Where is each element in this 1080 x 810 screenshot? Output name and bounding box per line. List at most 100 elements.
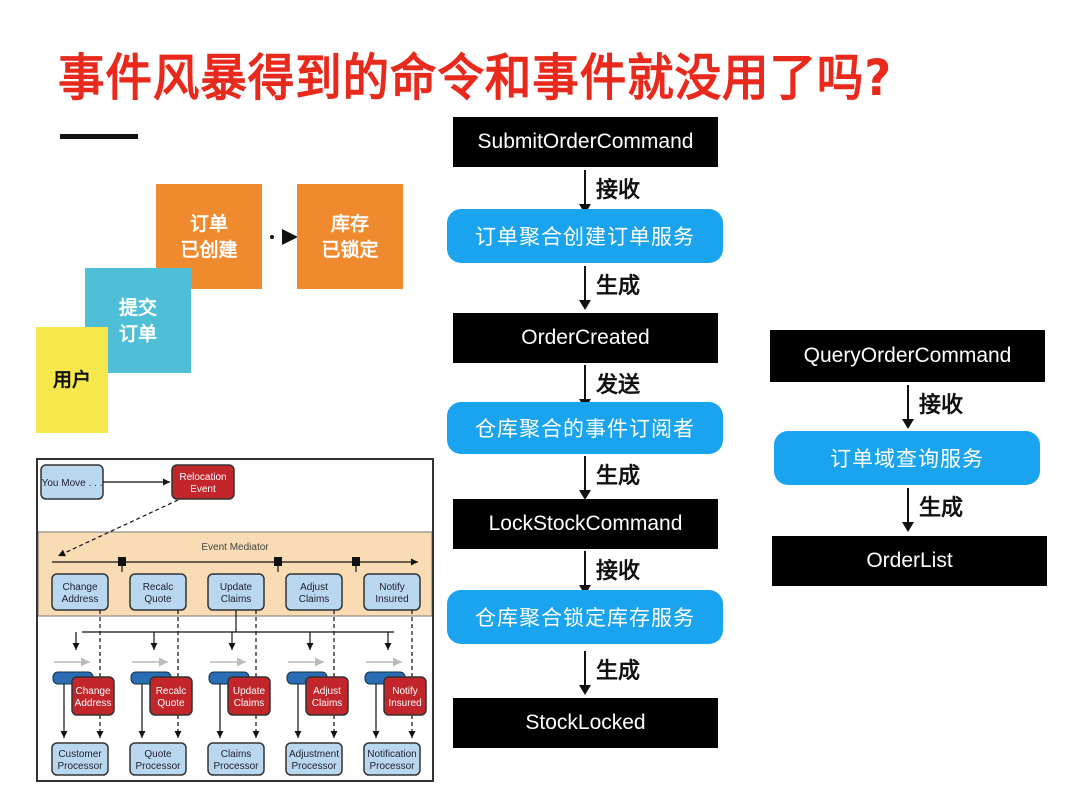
you-move-box-label: You Move . . . bbox=[42, 478, 103, 489]
event-box-label: Change bbox=[75, 686, 110, 697]
mediator-step-box bbox=[285, 573, 343, 611]
mediator-label: Event Mediator bbox=[201, 542, 269, 553]
arrow-label: 生成 bbox=[596, 464, 641, 489]
flow-arrow: 生成 bbox=[579, 651, 644, 697]
note-user: 用户 bbox=[36, 327, 108, 433]
processor-box-label: Processor bbox=[57, 761, 103, 772]
relocation-event-box bbox=[171, 464, 235, 500]
note-stock-locked: 库存已锁定 bbox=[297, 184, 403, 289]
mediator-step-box-label: Recalc bbox=[143, 582, 174, 593]
arrow-line bbox=[907, 385, 909, 421]
mediator-step-box-label: Adjust bbox=[300, 582, 328, 593]
flow-arrow: 生成 bbox=[579, 266, 644, 312]
warehouse-lock-stock-service: 仓库聚合锁定库存服务 bbox=[447, 590, 723, 644]
event-box-label: Update bbox=[233, 686, 266, 697]
arrow-down-icon bbox=[579, 685, 591, 695]
arrow-label: 生成 bbox=[596, 659, 641, 684]
processor-box-label: Adjustment bbox=[289, 749, 339, 760]
arrow-label: 接收 bbox=[596, 178, 641, 203]
arrow-line bbox=[584, 456, 586, 492]
arrow-line bbox=[584, 551, 586, 587]
arrow-label: 发送 bbox=[596, 373, 641, 398]
event-mediator-diagram: Event Mediator You Move . . . RelocationE… bbox=[38, 464, 432, 776]
processor-box-label: Processor bbox=[135, 761, 181, 772]
arrow-line bbox=[584, 651, 586, 687]
note-text: 提交 bbox=[118, 296, 157, 319]
mediator-step-box-label: Address bbox=[62, 594, 99, 605]
arrow-line bbox=[584, 365, 586, 401]
event-box-label: Notify bbox=[392, 686, 418, 697]
arrow-label: 生成 bbox=[919, 496, 964, 521]
title-underline bbox=[60, 134, 138, 139]
arrow-tail-dot bbox=[270, 235, 274, 239]
event-box-label: Claims bbox=[234, 698, 265, 709]
processor-box bbox=[129, 742, 187, 776]
arrow-down-icon bbox=[902, 419, 914, 429]
step-gate-icon bbox=[118, 557, 126, 566]
event-box-label: Adjust bbox=[313, 686, 341, 697]
order-query-service: 订单域查询服务 bbox=[774, 431, 1040, 485]
mediator-step-box bbox=[129, 573, 187, 611]
flow-arrow: 生成 bbox=[579, 456, 644, 502]
mediator-step-box bbox=[363, 573, 421, 611]
order-created-event: OrderCreated bbox=[453, 313, 718, 363]
event-box bbox=[149, 676, 193, 716]
arrow-label: 接收 bbox=[919, 393, 964, 418]
event-box-label: Claims bbox=[312, 698, 343, 709]
mediator-step-box-label: Insured bbox=[375, 594, 408, 605]
flow-arrow: 生成 bbox=[902, 488, 967, 534]
note-text: 订单 bbox=[118, 322, 157, 345]
event-box bbox=[71, 676, 115, 716]
relocation-event-box-label: Event bbox=[190, 484, 216, 495]
processor-box bbox=[285, 742, 343, 776]
mediator-step-box-label: Claims bbox=[221, 594, 252, 605]
order-list-result: OrderList bbox=[772, 536, 1047, 586]
slide-title: 事件风暴得到的命令和事件就没用了吗? bbox=[58, 49, 893, 107]
note-text: 已创建 bbox=[180, 238, 238, 261]
processor-box-label: Quote bbox=[144, 749, 172, 760]
mediator-step-box-label: Update bbox=[220, 582, 253, 593]
mediator-step-box-label: Notify bbox=[379, 582, 405, 593]
processor-box-label: Processor bbox=[213, 761, 259, 772]
arrow-line bbox=[584, 170, 586, 206]
arrow-down-icon bbox=[579, 490, 591, 500]
arrow-right-icon bbox=[282, 229, 298, 245]
processor-box bbox=[51, 742, 109, 776]
query-order-command: QueryOrderCommand bbox=[770, 330, 1045, 382]
mediator-step-box bbox=[51, 573, 109, 611]
processor-box-label: Claims bbox=[221, 749, 252, 760]
arrow-line bbox=[584, 266, 586, 302]
arrow-down-icon bbox=[579, 300, 591, 310]
step-gate-icon bbox=[274, 557, 282, 566]
arrow-line bbox=[907, 488, 909, 524]
processor-box-label: Processor bbox=[291, 761, 337, 772]
event-box-label: Insured bbox=[388, 698, 421, 709]
stock-locked-event: StockLocked bbox=[453, 698, 718, 748]
event-box-label: Recalc bbox=[156, 686, 187, 697]
mediator-step-box bbox=[207, 573, 265, 611]
processor-box bbox=[363, 742, 421, 776]
order-create-service: 订单聚合创建订单服务 bbox=[447, 209, 723, 263]
note-text: 已锁定 bbox=[321, 238, 379, 261]
processor-box-label: Processor bbox=[369, 761, 415, 772]
arrow-down-icon bbox=[902, 522, 914, 532]
step-gate-icon bbox=[352, 557, 360, 566]
arrow-label: 生成 bbox=[596, 274, 641, 299]
lock-stock-command: LockStockCommand bbox=[453, 499, 718, 549]
note-text: 订单 bbox=[189, 212, 228, 235]
event-box-label: Quote bbox=[157, 698, 185, 709]
submit-order-command: SubmitOrderCommand bbox=[453, 117, 718, 167]
mediator-step-box-label: Change bbox=[62, 582, 97, 593]
event-box bbox=[305, 676, 349, 716]
relocation-event-box-label: Relocation bbox=[179, 472, 226, 483]
processor-box-label: Notification bbox=[367, 749, 416, 760]
mediator-step-box-label: Claims bbox=[299, 594, 330, 605]
processor-box-label: Customer bbox=[58, 749, 102, 760]
processor-box bbox=[207, 742, 265, 776]
event-box bbox=[383, 676, 427, 716]
mediator-step-box-label: Quote bbox=[144, 594, 172, 605]
note-submit-order: 提交订单 bbox=[85, 268, 191, 373]
event-box-label: Address bbox=[75, 698, 112, 709]
arrow-label: 接收 bbox=[596, 559, 641, 584]
